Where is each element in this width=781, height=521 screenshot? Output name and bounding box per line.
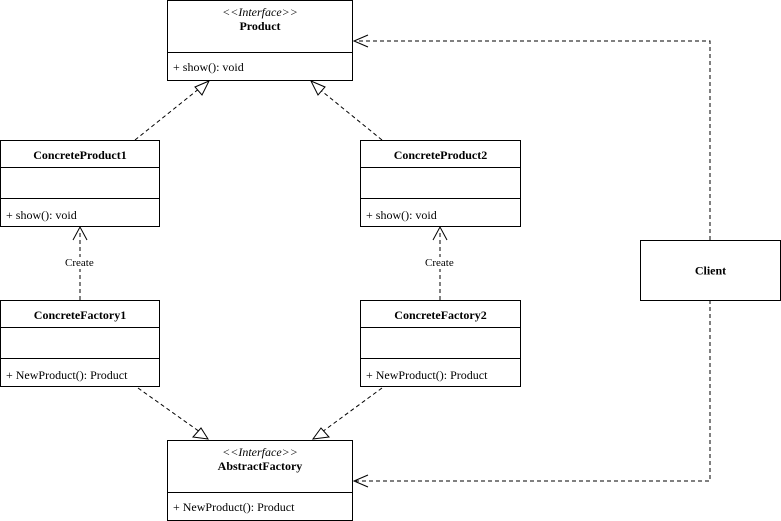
concrete-product1-attributes	[1, 167, 159, 198]
abstract-factory-operations: + NewProduct(): Product	[168, 492, 352, 514]
dependency-arrowhead-create1	[72, 225, 88, 241]
concrete-product2-class-name: ConcreteProduct2	[393, 148, 488, 162]
realization-line-factory1	[137, 387, 201, 433]
inheritance-arrowhead-product1	[194, 80, 211, 96]
concrete-factory1-attributes	[1, 327, 159, 358]
dependency-arrowhead-create2	[432, 225, 448, 241]
client-class-name: Client	[694, 263, 727, 277]
client-factory-line	[356, 300, 711, 482]
client-class[interactable]: Client	[640, 240, 781, 301]
concrete-product2-class[interactable]: ConcreteProduct2 + show(): void	[360, 140, 521, 227]
concrete-factory1-operations: + NewProduct(): Product	[1, 358, 159, 382]
abstract-factory-stereotype: <<Interface>>	[222, 445, 298, 459]
inheritance-arrowhead-product2	[309, 80, 326, 96]
concrete-factory2-class-name: ConcreteFactory2	[394, 308, 487, 322]
concrete-product1-class-name: ConcreteProduct1	[33, 148, 127, 162]
concrete-product1-operations: + show(): void	[1, 198, 159, 222]
product-class-name: Product	[239, 19, 281, 33]
dependency-arrowhead-client-factory	[352, 474, 369, 488]
create-label-2: Create	[423, 257, 456, 269]
realization-line-product2	[317, 87, 383, 141]
abstract-factory-new-product-operation: + NewProduct(): Product	[173, 500, 295, 514]
concrete-factory1-class-name: ConcreteFactory1	[33, 308, 127, 322]
concrete-product2-attributes	[361, 167, 520, 198]
concrete-product1-class[interactable]: ConcreteProduct1 + show(): void	[0, 140, 160, 227]
inheritance-arrowhead-factory2	[311, 427, 331, 440]
abstract-factory-class-name: AbstractFactory	[217, 459, 303, 473]
concrete-product2-show-operation: + show(): void	[366, 208, 437, 222]
product-operations: + show(): void	[168, 52, 352, 74]
realization-line-product1	[134, 87, 201, 141]
inheritance-arrowhead-factory1	[192, 427, 209, 440]
client-product-line	[356, 40, 711, 240]
concrete-factory1-class[interactable]: ConcreteFactory1 + NewProduct(): Product	[0, 300, 160, 387]
concrete-product2-operations: + show(): void	[361, 198, 520, 222]
concrete-product1-show-operation: + show(): void	[6, 208, 77, 222]
create-label-1: Create	[63, 257, 96, 269]
concrete-factory2-attributes	[361, 327, 520, 358]
concrete-factory2-operations: + NewProduct(): Product	[361, 358, 520, 382]
abstract-factory-interface-class[interactable]: <<Interface>> AbstractFactory + NewProdu…	[167, 440, 353, 521]
concrete-factory1-new-product-operation: + NewProduct(): Product	[6, 368, 128, 382]
realization-line-factory2	[321, 387, 383, 433]
product-interface-class[interactable]: <<Interface>> Product + show(): void	[167, 0, 353, 81]
product-stereotype: <<Interface>>	[222, 5, 298, 19]
concrete-factory2-new-product-operation: + NewProduct(): Product	[366, 368, 488, 382]
product-show-operation: + show(): void	[173, 60, 244, 74]
concrete-factory2-class[interactable]: ConcreteFactory2 + NewProduct(): Product	[360, 300, 521, 387]
dependency-arrowhead-client-product	[352, 34, 369, 48]
